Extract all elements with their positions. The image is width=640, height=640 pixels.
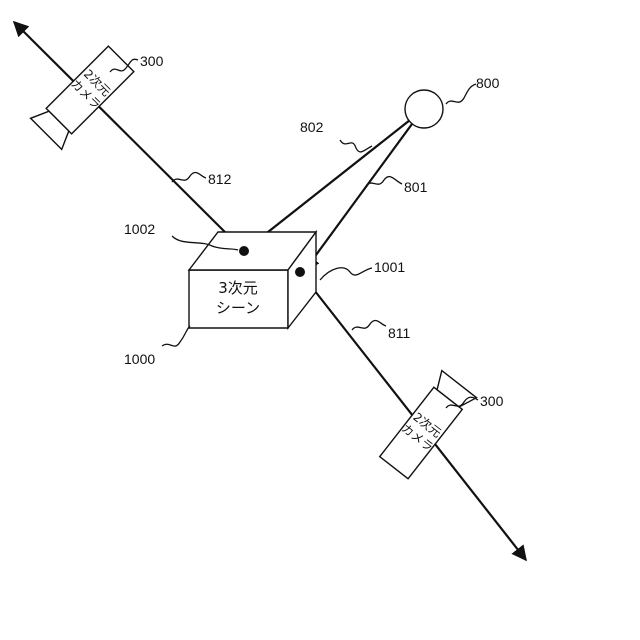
- label-1000: 1000: [124, 351, 155, 367]
- leader-802: [340, 140, 372, 152]
- leader-1000: [162, 326, 190, 346]
- camera-top: 2次元 カメラ: [31, 43, 137, 149]
- ray-802: [249, 120, 410, 247]
- light-source-circle: [405, 90, 443, 128]
- scene-label-line2: シーン: [216, 299, 260, 317]
- leader-800: [446, 84, 476, 104]
- leader-1001: [320, 268, 372, 280]
- label-300-bottom: 300: [480, 393, 504, 409]
- scene-label-line1: 3次元: [218, 279, 258, 297]
- label-802: 802: [300, 119, 324, 135]
- point-1001-dot: [295, 267, 305, 277]
- label-1001: 1001: [374, 259, 405, 275]
- label-812: 812: [208, 171, 232, 187]
- label-300-top: 300: [140, 53, 164, 69]
- label-1002: 1002: [124, 221, 155, 237]
- point-1002-dot: [239, 246, 249, 256]
- label-801: 801: [404, 179, 428, 195]
- label-800: 800: [476, 75, 500, 91]
- ray-801: [305, 124, 412, 270]
- label-811: 811: [388, 325, 411, 341]
- leader-812: [172, 173, 206, 182]
- scene-box: 3次元 シーン: [189, 232, 316, 328]
- leader-811: [352, 321, 386, 330]
